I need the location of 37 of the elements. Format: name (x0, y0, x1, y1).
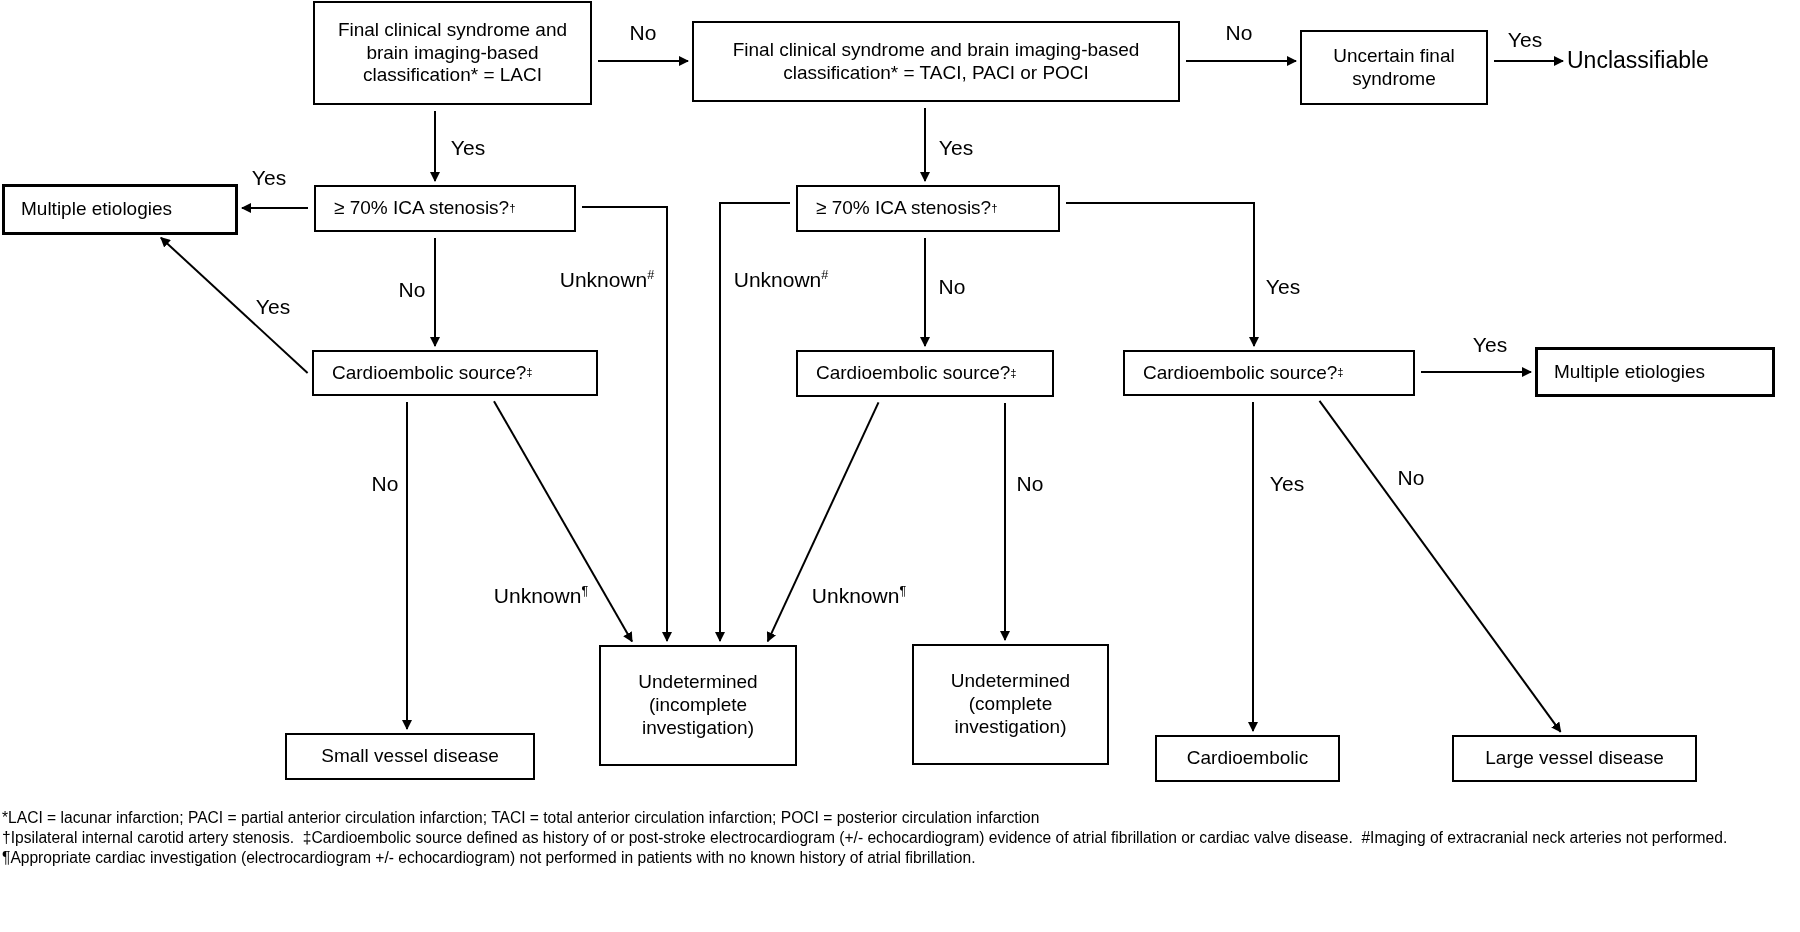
process-box: Large vessel disease (1452, 735, 1697, 782)
process-box: Small vessel disease (285, 733, 535, 780)
arrow (1065, 202, 1259, 347)
footnote: *LACI = lacunar infarction; PACI = partial anterior circulation infarction; TACI = total anterior circulation infarction; POCI = posterior circulation infarction (2, 808, 1041, 828)
arrow (920, 237, 930, 347)
arrow (430, 237, 440, 347)
arrow (920, 107, 930, 182)
arrow (1493, 56, 1564, 66)
process-box: Cardioembolic (1155, 735, 1340, 782)
arrow (766, 401, 880, 643)
arrow (715, 202, 791, 642)
arrow (430, 110, 440, 182)
process-box: Undetermined (complete investigation) (912, 644, 1109, 765)
arrow (1318, 399, 1562, 733)
process-box: Final clinical syndrome and brain imaging-based classification* = LACI (313, 1, 592, 105)
terminal-text: Unclassifiable (1567, 45, 1747, 77)
process-box: Multiple etiologies (2, 184, 238, 235)
arrow (493, 400, 633, 643)
arrow (402, 401, 412, 730)
process-box: Undetermined (incomplete investigation) (599, 645, 797, 766)
footnote: †Ipsilateral internal carotid artery stenosis. ‡Cardioembolic source defined as history of or post-stroke electrocardiogram (+/- echocardiogram) evidence of atrial fibrillation or cardiac valve disease. #Imaging of extracranial neck arteries not performed. ¶Appropriate cardiac investigation (electrocardiogram +/- echocardiogram) not performed in patients with no known history of atrial fibrillation. (2, 828, 1729, 868)
process-box: Uncertain final syndrome (1300, 30, 1488, 105)
arrow (1185, 56, 1297, 66)
arrow (1248, 401, 1258, 732)
arrow (159, 236, 309, 374)
arrow (597, 56, 689, 66)
process-box: Final clinical syndrome and brain imaging-based classification* = TACI, PACI or POCI (692, 21, 1180, 102)
arrow (241, 203, 309, 213)
arrow (581, 206, 672, 642)
process-box: Multiple etiologies (1535, 347, 1775, 397)
process-box: Cardioembolic source?$^{‡}$ (312, 350, 598, 396)
process-box: Cardioembolic source?$^{‡}$ (796, 350, 1054, 397)
process-box: ≥ 70% ICA stenosis?$^{†}$ (796, 185, 1060, 232)
process-box: Cardioembolic source?$^{‡}$ (1123, 350, 1415, 396)
arrow (1420, 367, 1532, 377)
arrow (1000, 402, 1010, 641)
process-box: ≥ 70% ICA stenosis?$^{†}$ (314, 185, 576, 232)
